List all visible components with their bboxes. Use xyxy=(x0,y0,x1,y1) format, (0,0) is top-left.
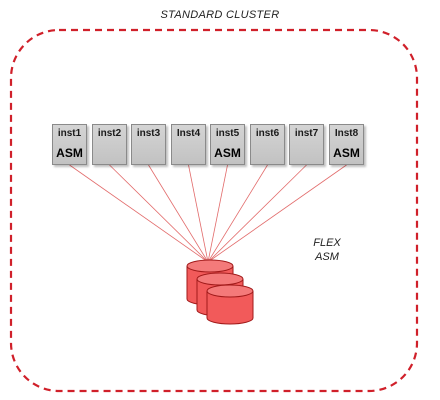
instance-box-8: Inst8 ASM xyxy=(329,124,364,165)
instance-label: inst5 xyxy=(215,128,240,139)
disk-group-icon xyxy=(186,259,254,325)
connector-line-5 xyxy=(207,164,228,263)
instance-label: Inst4 xyxy=(176,128,201,139)
instance-box-3: inst3 xyxy=(131,124,166,165)
instance-label: inst1 xyxy=(57,128,82,139)
connector-line-7 xyxy=(207,164,307,263)
asm-label: ASM xyxy=(56,146,83,160)
instance-label: inst3 xyxy=(136,128,161,139)
connector-line-2 xyxy=(109,164,209,263)
connector-line-6 xyxy=(207,164,268,263)
instance-box-2: inst2 xyxy=(92,124,127,165)
instance-box-5: inst5 ASM xyxy=(210,124,245,165)
disk-cylinder-front xyxy=(206,284,254,325)
instance-label: inst7 xyxy=(294,128,319,139)
connector-line-4 xyxy=(188,164,209,263)
connector-line-8 xyxy=(207,164,347,263)
asm-label: ASM xyxy=(333,146,360,160)
instance-box-1: inst1 ASM xyxy=(52,124,87,165)
connector-line-3 xyxy=(148,164,209,263)
connector-lines xyxy=(69,164,347,263)
instance-box-4: Inst4 xyxy=(171,124,206,165)
instance-box-6: inst6 xyxy=(250,124,285,165)
connector-line-1 xyxy=(69,164,209,263)
instance-label: Inst8 xyxy=(334,128,359,139)
cluster-boundary xyxy=(9,28,419,393)
instance-label: inst6 xyxy=(255,128,280,139)
instance-box-7: inst7 xyxy=(289,124,324,165)
flex-label-line1: FLEX xyxy=(313,237,341,249)
asm-label: ASM xyxy=(214,146,241,160)
flex-label-line2: ASM xyxy=(315,251,339,263)
instance-label: inst2 xyxy=(97,128,122,139)
flex-asm-label: FLEX ASM xyxy=(296,236,358,264)
cluster-title: STANDARD CLUSTER xyxy=(160,9,280,21)
